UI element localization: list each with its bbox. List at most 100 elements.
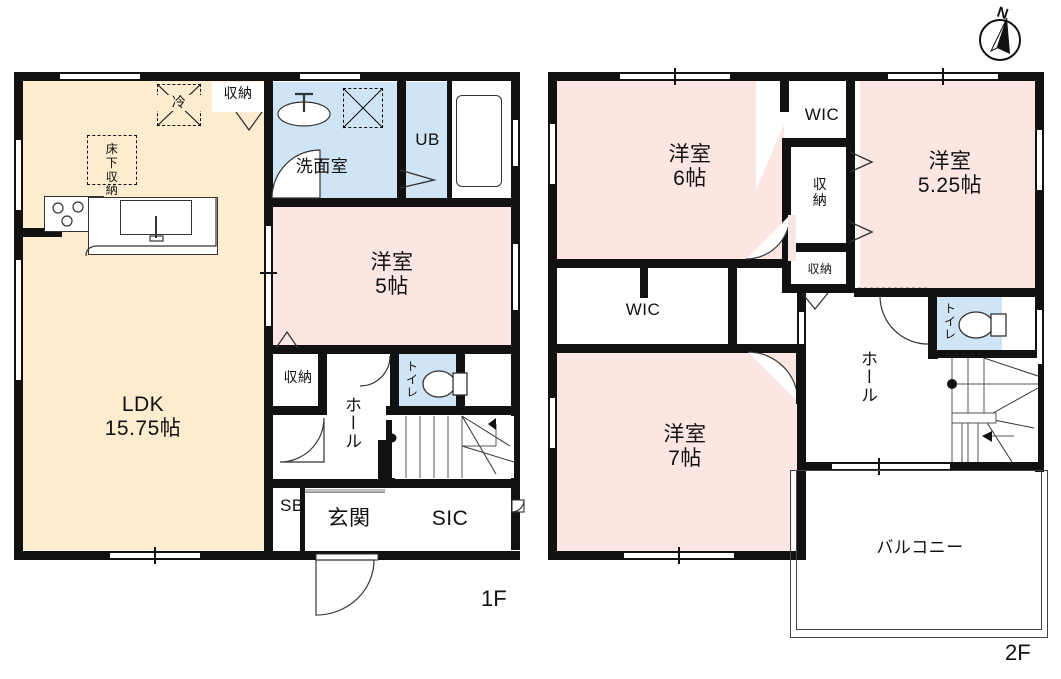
- door-entrance-main: [315, 553, 379, 616]
- label-balcony: バルコニー: [876, 538, 964, 557]
- wall2-outer-left: [548, 72, 557, 560]
- window2-western525-mark: [942, 68, 944, 85]
- room-unit-bath: [405, 82, 450, 200]
- underfloor-storage-label: 床下収納: [87, 142, 137, 198]
- wall2-closet-right: [846, 138, 855, 290]
- label-western5-name: 洋室: [370, 251, 414, 274]
- wall-wet-bottom: [264, 198, 520, 207]
- label-western6-name: 洋室: [668, 143, 712, 166]
- room-ldk: [22, 80, 265, 550]
- window2-western7-left: [549, 398, 556, 448]
- wall-outer-top-left: [14, 72, 274, 81]
- wall-sic-left: [386, 420, 395, 488]
- floor-label-1f: 1F: [481, 586, 507, 611]
- label-closet-low-2f: 収納: [807, 262, 833, 276]
- window2-hall-left-sm: [798, 312, 805, 344]
- floor-label-2f: 2F: [1005, 640, 1031, 665]
- label-sic: SIC: [431, 507, 469, 530]
- floor-plan-1f: 冷 床下収納: [14, 72, 525, 616]
- label-storage-hall-1f: 収納: [283, 369, 313, 385]
- label-genkan: 玄関: [327, 507, 371, 530]
- wall2-closet-left: [782, 138, 791, 290]
- label-closet-tall-text: 収納: [812, 176, 828, 209]
- door2-closet-tall-upper: [849, 151, 874, 173]
- kitchen-counter-return-icon: [85, 198, 217, 257]
- wall-toilet-left: [390, 345, 399, 415]
- room-genkan: [302, 487, 394, 549]
- hall-sic-line: [305, 492, 385, 493]
- window-western5-right: [512, 244, 519, 310]
- label-ub: UB: [415, 130, 440, 149]
- wall-closet-right-1f: [318, 345, 327, 415]
- label-western525-name: 洋室: [928, 150, 972, 173]
- wall2-wic-top-left: [780, 72, 789, 112]
- wall2-outer-right: [1035, 72, 1044, 472]
- wall2-toilet-bottom: [928, 350, 1044, 359]
- door2-closet-low: [801, 292, 829, 311]
- closet-top-1f: [212, 82, 264, 112]
- wall2-toilet-left: [928, 288, 937, 358]
- label-toilet-1f: トイレ: [404, 360, 419, 399]
- label-sb-text: SB: [280, 496, 304, 515]
- label-western6: 洋室 6帖: [635, 143, 745, 190]
- room-western-7: [556, 352, 804, 552]
- wall2-wicmid-div: [640, 262, 648, 298]
- label-storage-top-1f: 収納: [223, 85, 253, 101]
- window-ldk-bottom-mark: [154, 547, 156, 564]
- label-hall-1f: ホール: [342, 396, 362, 450]
- wall-ldk-right-b: [264, 200, 273, 560]
- wall2-wicmid-bottom: [548, 344, 806, 353]
- window-western5-mark: [260, 272, 277, 274]
- room-western-525: [860, 80, 1040, 288]
- genkan-step-line: [305, 489, 385, 492]
- door-toilet-1f: [359, 355, 391, 387]
- balcony-railing-inner: [796, 470, 1042, 630]
- label-western7-name: 洋室: [663, 423, 707, 446]
- label-western6-area: 6帖: [673, 166, 707, 190]
- stairs-2f: [938, 357, 1039, 463]
- door2-western7: [747, 351, 804, 404]
- north-arrow-icon: N: [979, 4, 1021, 61]
- toilet-bowl-icon-1f: [422, 370, 468, 398]
- wall-bath-left: [447, 80, 452, 202]
- closet-low-2f: [790, 252, 850, 290]
- label-western5: 洋室 5帖: [332, 251, 452, 298]
- wall2-wic-top-right: [846, 72, 855, 142]
- label-western5-area: 5帖: [375, 274, 409, 298]
- label-ldk-area: 15.75帖: [104, 416, 182, 440]
- label-western525-area: 5.25帖: [917, 173, 983, 197]
- window2-western6-left: [549, 124, 556, 184]
- wall2-western525-bottom: [854, 288, 1044, 297]
- door-western5-hall: [275, 330, 299, 349]
- compass-rose: N: [972, 4, 1032, 66]
- door2-western6: [745, 214, 796, 261]
- wall-ldk-right-a: [264, 72, 273, 212]
- label-sb: SB: [273, 496, 304, 515]
- label-western7: 洋室 7帖: [630, 423, 740, 470]
- wall2-closet-mid: [782, 243, 854, 252]
- underfloor-storage-box: [87, 135, 137, 185]
- stairs-1f: [387, 415, 515, 478]
- sink-faucet-icon: [149, 216, 164, 242]
- svg-text:N: N: [995, 4, 1011, 24]
- wall-kitchen-stub: [22, 228, 62, 237]
- window2-western7-mark: [678, 547, 680, 564]
- wall-stairs-top: [386, 406, 520, 415]
- door-hall-entry: [279, 417, 325, 463]
- label-ldk: LDK 15.75帖: [83, 393, 203, 440]
- window-bath-right: [512, 120, 519, 166]
- underfloor-storage-text: 床下収納: [105, 142, 119, 198]
- door-sic-outside: [511, 499, 525, 513]
- floor-plan-2f: 洋室 6帖 洋室 5.25帖 洋室 7帖 ホール トイレ バルコニー WIC W…: [540, 0, 1061, 679]
- label-toilet-2f: トイレ: [942, 302, 957, 341]
- toilet-bowl-icon-2f: [958, 311, 1007, 339]
- door-closet-top-1f: [235, 111, 263, 132]
- room-sic: [394, 487, 512, 549]
- washing-machine-space: [343, 88, 383, 128]
- wall2-wicmid-top: [548, 259, 788, 268]
- window-ldk-left-a: [15, 140, 22, 210]
- vanity-sink-icon: [277, 92, 331, 127]
- closet-hall-1f: [272, 354, 324, 414]
- label-washroom: 洗面室: [295, 157, 349, 176]
- wall-hall-stair-divider: [378, 440, 387, 488]
